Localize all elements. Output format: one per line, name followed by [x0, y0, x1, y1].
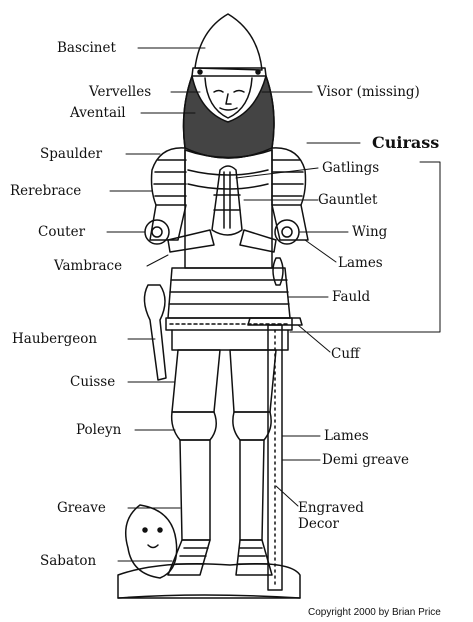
sabaton-right — [236, 540, 272, 575]
label-bascinet: Bascinet — [57, 40, 116, 56]
label-visor: Visor (missing) — [317, 84, 420, 100]
vambrace-right — [240, 230, 276, 252]
haubergeon-hem — [172, 330, 288, 350]
label-gauntlet: Gauntlet — [318, 192, 377, 208]
gauntlets — [212, 166, 242, 235]
vambrace-left — [168, 230, 214, 252]
label-greave: Greave — [57, 500, 106, 516]
rerebrace-right — [272, 205, 308, 240]
label-poleyn: Poleyn — [76, 422, 121, 438]
sword-hilt — [273, 258, 283, 285]
bascinet-helmet — [195, 14, 262, 70]
cuirass — [185, 150, 272, 268]
label-engraved: Engraved — [298, 500, 364, 516]
plinth — [118, 564, 300, 598]
label-spaulder: Spaulder — [40, 146, 102, 162]
label-lames-lower: Lames — [324, 428, 369, 444]
greave-left — [180, 440, 210, 540]
poleyn-right — [233, 412, 271, 440]
label-gatlings: Gatlings — [322, 160, 379, 176]
label-sabaton: Sabaton — [40, 553, 96, 569]
label-fauld: Fauld — [332, 289, 370, 305]
label-couter: Couter — [38, 224, 85, 240]
label-lames-upper: Lames — [338, 255, 383, 271]
label-cuirass: Cuirass — [372, 135, 439, 151]
label-cuff: Cuff — [331, 346, 360, 362]
label-vervelles: Vervelles — [89, 84, 151, 100]
cuisse-left — [172, 350, 220, 412]
label-vambrace: Vambrace — [54, 258, 122, 274]
label-haubergeon: Haubergeon — [12, 331, 97, 347]
poleyn-left — [172, 412, 217, 440]
sabaton-left — [168, 540, 210, 575]
greave-right — [240, 440, 264, 540]
label-aventail: Aventail — [70, 105, 126, 121]
dagger — [144, 285, 166, 380]
label-wing: Wing — [352, 224, 387, 240]
label-decor: Decor — [298, 516, 339, 532]
label-demi-greave: Demi greave — [322, 452, 409, 468]
label-cuisse: Cuisse — [70, 374, 115, 390]
copyright-text: Copyright 2000 by Brian Price — [308, 607, 441, 618]
label-rerebrace: Rerebrace — [10, 183, 81, 199]
cuisse-right — [230, 350, 276, 412]
fauld — [168, 268, 290, 318]
